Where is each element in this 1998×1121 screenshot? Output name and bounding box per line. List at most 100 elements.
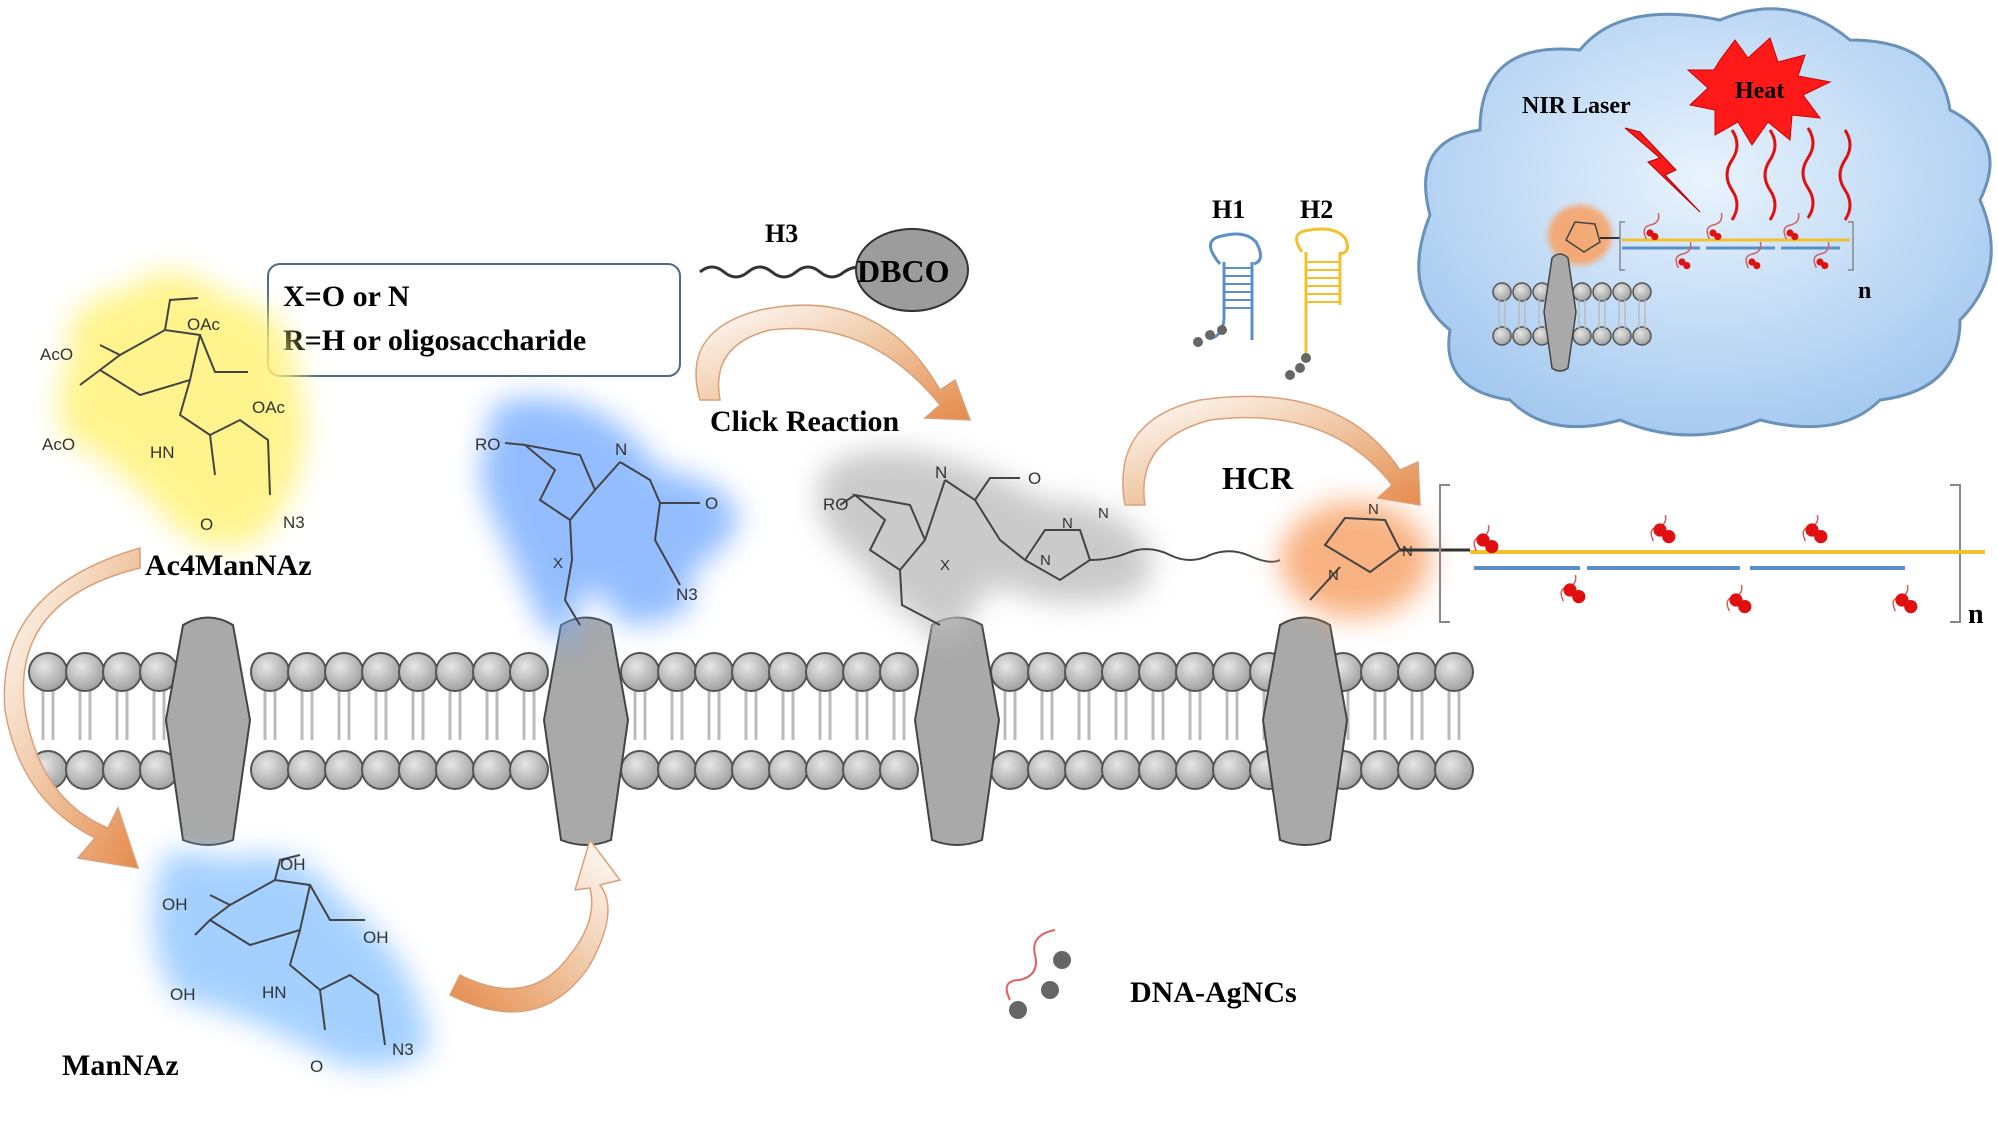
silver-cluster [1821,262,1829,270]
o-label: O [705,494,718,513]
curved-arrow-incorporation [448,838,622,1013]
mini-membrane [1492,253,1652,372]
curved-arrow-click-reaction [695,304,972,421]
lipid-head [435,652,475,692]
lipid-head [694,652,734,692]
definition-box: X=O or N R=H or oligosaccharide [267,263,681,377]
lipid-head [472,750,512,790]
lipid-head [768,750,808,790]
hairpin-h2: H2 [1295,195,1350,360]
hcr-silver-clusters [1473,514,1918,614]
lipid-head [1612,326,1632,346]
mannaz-label: ManNAz [62,1049,179,1082]
lipid-head [620,750,660,790]
lipid-head [509,652,549,692]
lipid-head [361,652,401,692]
lipid-head [28,652,68,692]
lipid-head [842,652,882,692]
nir-laser-label: NIR Laser [1522,93,1631,119]
lipid-head [1492,326,1512,346]
lipid-head [1212,750,1252,790]
ro-label: RO [475,435,501,454]
aco-bottom-label: AcO [42,435,75,454]
silver-cluster [1572,590,1586,604]
carbonyl-o-label: O [200,515,213,534]
lipid-head [1512,282,1532,302]
h3-dbco: DBCO H3 [699,219,969,312]
oh-top-label: OH [280,855,306,874]
silver-cluster [1651,233,1659,241]
lipid-head [1064,750,1104,790]
hairpin-h1: H1 [1209,195,1262,340]
oh-left-label: OH [162,895,188,914]
lipid-head [1434,652,1474,692]
x-definition: X=O or N [283,280,410,313]
lipid-head [1592,282,1612,302]
triazole-n-label-2: N [1098,505,1109,522]
nh-label: HN [150,443,175,462]
lipid-head [1512,326,1532,346]
triazole-n-label-3: N [1328,567,1339,584]
lipid-head [990,750,1030,790]
x-label: X [940,557,950,574]
azide-label: N3 [283,513,305,532]
lipid-head [768,652,808,692]
lipid-head [435,750,475,790]
silver-cluster [1301,353,1311,363]
cell-membrane [28,652,1474,790]
lipid-head [657,652,697,692]
lipid-head [250,652,290,692]
lipid-head [102,750,142,790]
lipid-head [1397,652,1437,692]
r-definition: R=H or oligosaccharide [283,324,586,357]
hairpin-silver-clusters [1193,325,1311,380]
lipid-head [398,750,438,790]
lipid-head [879,750,919,790]
n-label: N [935,463,947,482]
silver-cluster [1738,600,1752,614]
lipid-head [1612,282,1632,302]
lipid-head [472,652,512,692]
silver-cluster [1714,233,1722,241]
silver-cluster [1753,262,1761,270]
dbco-label: DBCO [857,253,949,289]
lipid-head [694,750,734,790]
transmembrane-proteins [164,616,1349,846]
lipid-head [1397,750,1437,790]
lipid-head [1138,750,1178,790]
oh-right-label: OH [363,928,389,947]
lipid-head [805,652,845,692]
lipid-head [879,652,919,692]
click-reaction-label: Click Reaction [710,405,899,438]
cloud-repeat-n-label: n [1858,278,1871,304]
silver-cluster [1217,325,1227,335]
carbonyl-o-label: O [310,1057,323,1076]
transmembrane-protein [1261,616,1349,846]
hcr-label: HCR [1222,460,1294,496]
silver-cluster [1193,337,1203,347]
silver-cluster [1814,530,1828,544]
photothermal-cloud: Heat NIR Laser n [1417,7,1993,437]
silver-cluster [1791,233,1799,241]
lipid-head [1572,282,1592,302]
azide-label: N3 [392,1040,414,1059]
oac-top-label: OAc [187,315,221,334]
lipid-head [287,652,327,692]
triazole-n-label-3: N [1040,552,1051,569]
mannaz-molecule: OH OH OH OH HN O N3 [153,852,431,1076]
lipid-head [1212,652,1252,692]
curved-arrow-metabolism [3,547,141,869]
ac4mannaz-molecule: OAc AcO OAc AcO HN O N3 [40,272,305,547]
laser-bolt-icon [1624,127,1701,213]
dbco-ellipse [855,228,969,312]
lipid-head [1632,326,1652,346]
lipid-head [65,750,105,790]
lipid-head [1360,750,1400,790]
nh-label: HN [262,983,287,1002]
n-label: N [615,440,627,459]
silver-cluster [1205,330,1215,340]
h3-label: H3 [765,219,798,248]
lipid-head [287,750,327,790]
